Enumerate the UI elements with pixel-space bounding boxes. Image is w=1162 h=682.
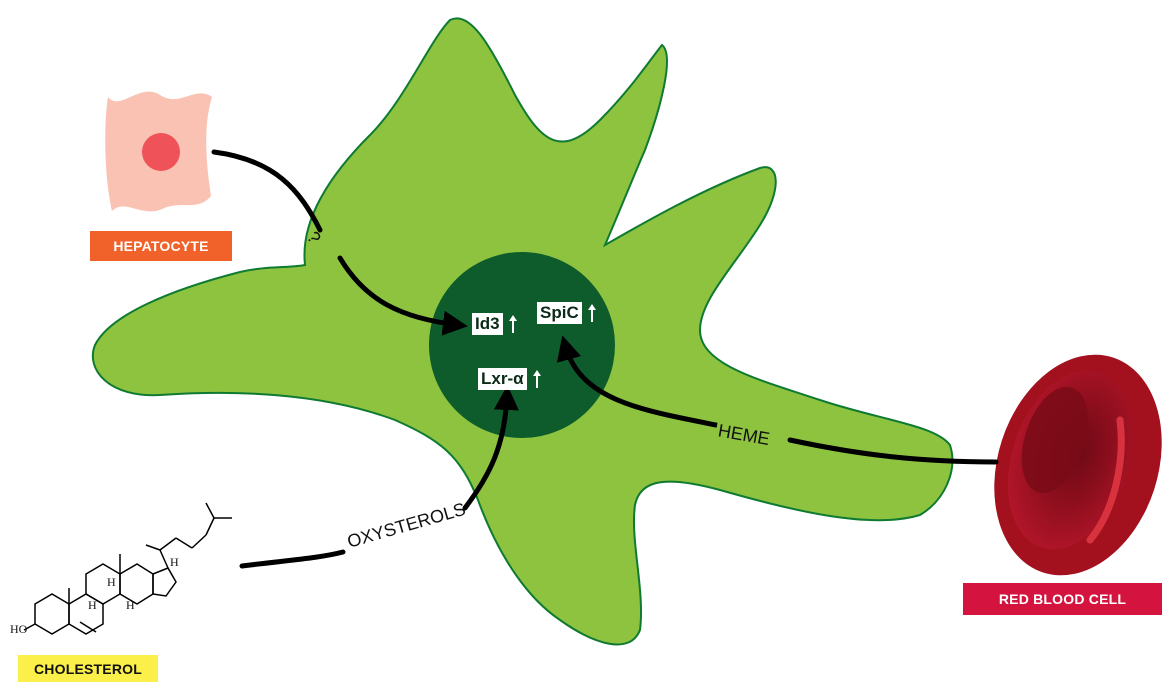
- gene-id3: Id3: [472, 313, 518, 335]
- cholesterol-h-label-3: H: [126, 598, 135, 612]
- nucleus: [429, 252, 615, 438]
- gene-id3-label: Id3: [472, 313, 503, 335]
- hepatocyte-id3-arrow: [211, 149, 458, 325]
- cholesterol-h-label-1: H: [107, 575, 116, 589]
- cholesterol-h-label-2: H: [88, 598, 97, 612]
- cholesterol-ho-label: HO: [10, 622, 28, 636]
- up-arrow-icon: [587, 304, 596, 322]
- red-blood-cell: [994, 354, 1162, 576]
- gene-spic-label: SpiC: [537, 302, 582, 324]
- hepatocyte-nucleus: [142, 133, 180, 171]
- cholesterol-h-label-4: H: [170, 555, 179, 569]
- cholesterol-structure: [23, 502, 232, 635]
- red-blood-cell-label: RED BLOOD CELL: [963, 583, 1162, 615]
- heme-arrow: [565, 345, 999, 465]
- gene-lxr-label: Lxr-α: [478, 368, 527, 390]
- oxysterols-arrow: [239, 395, 507, 569]
- up-arrow-icon: [532, 370, 541, 388]
- cholesterol-label: CHOLESTEROL: [18, 655, 158, 682]
- gene-lxr: Lxr-α: [478, 368, 542, 390]
- up-arrow-icon: [508, 315, 517, 333]
- hepatocyte-label: HEPATOCYTE: [90, 231, 232, 261]
- gene-spic: SpiC: [537, 302, 597, 324]
